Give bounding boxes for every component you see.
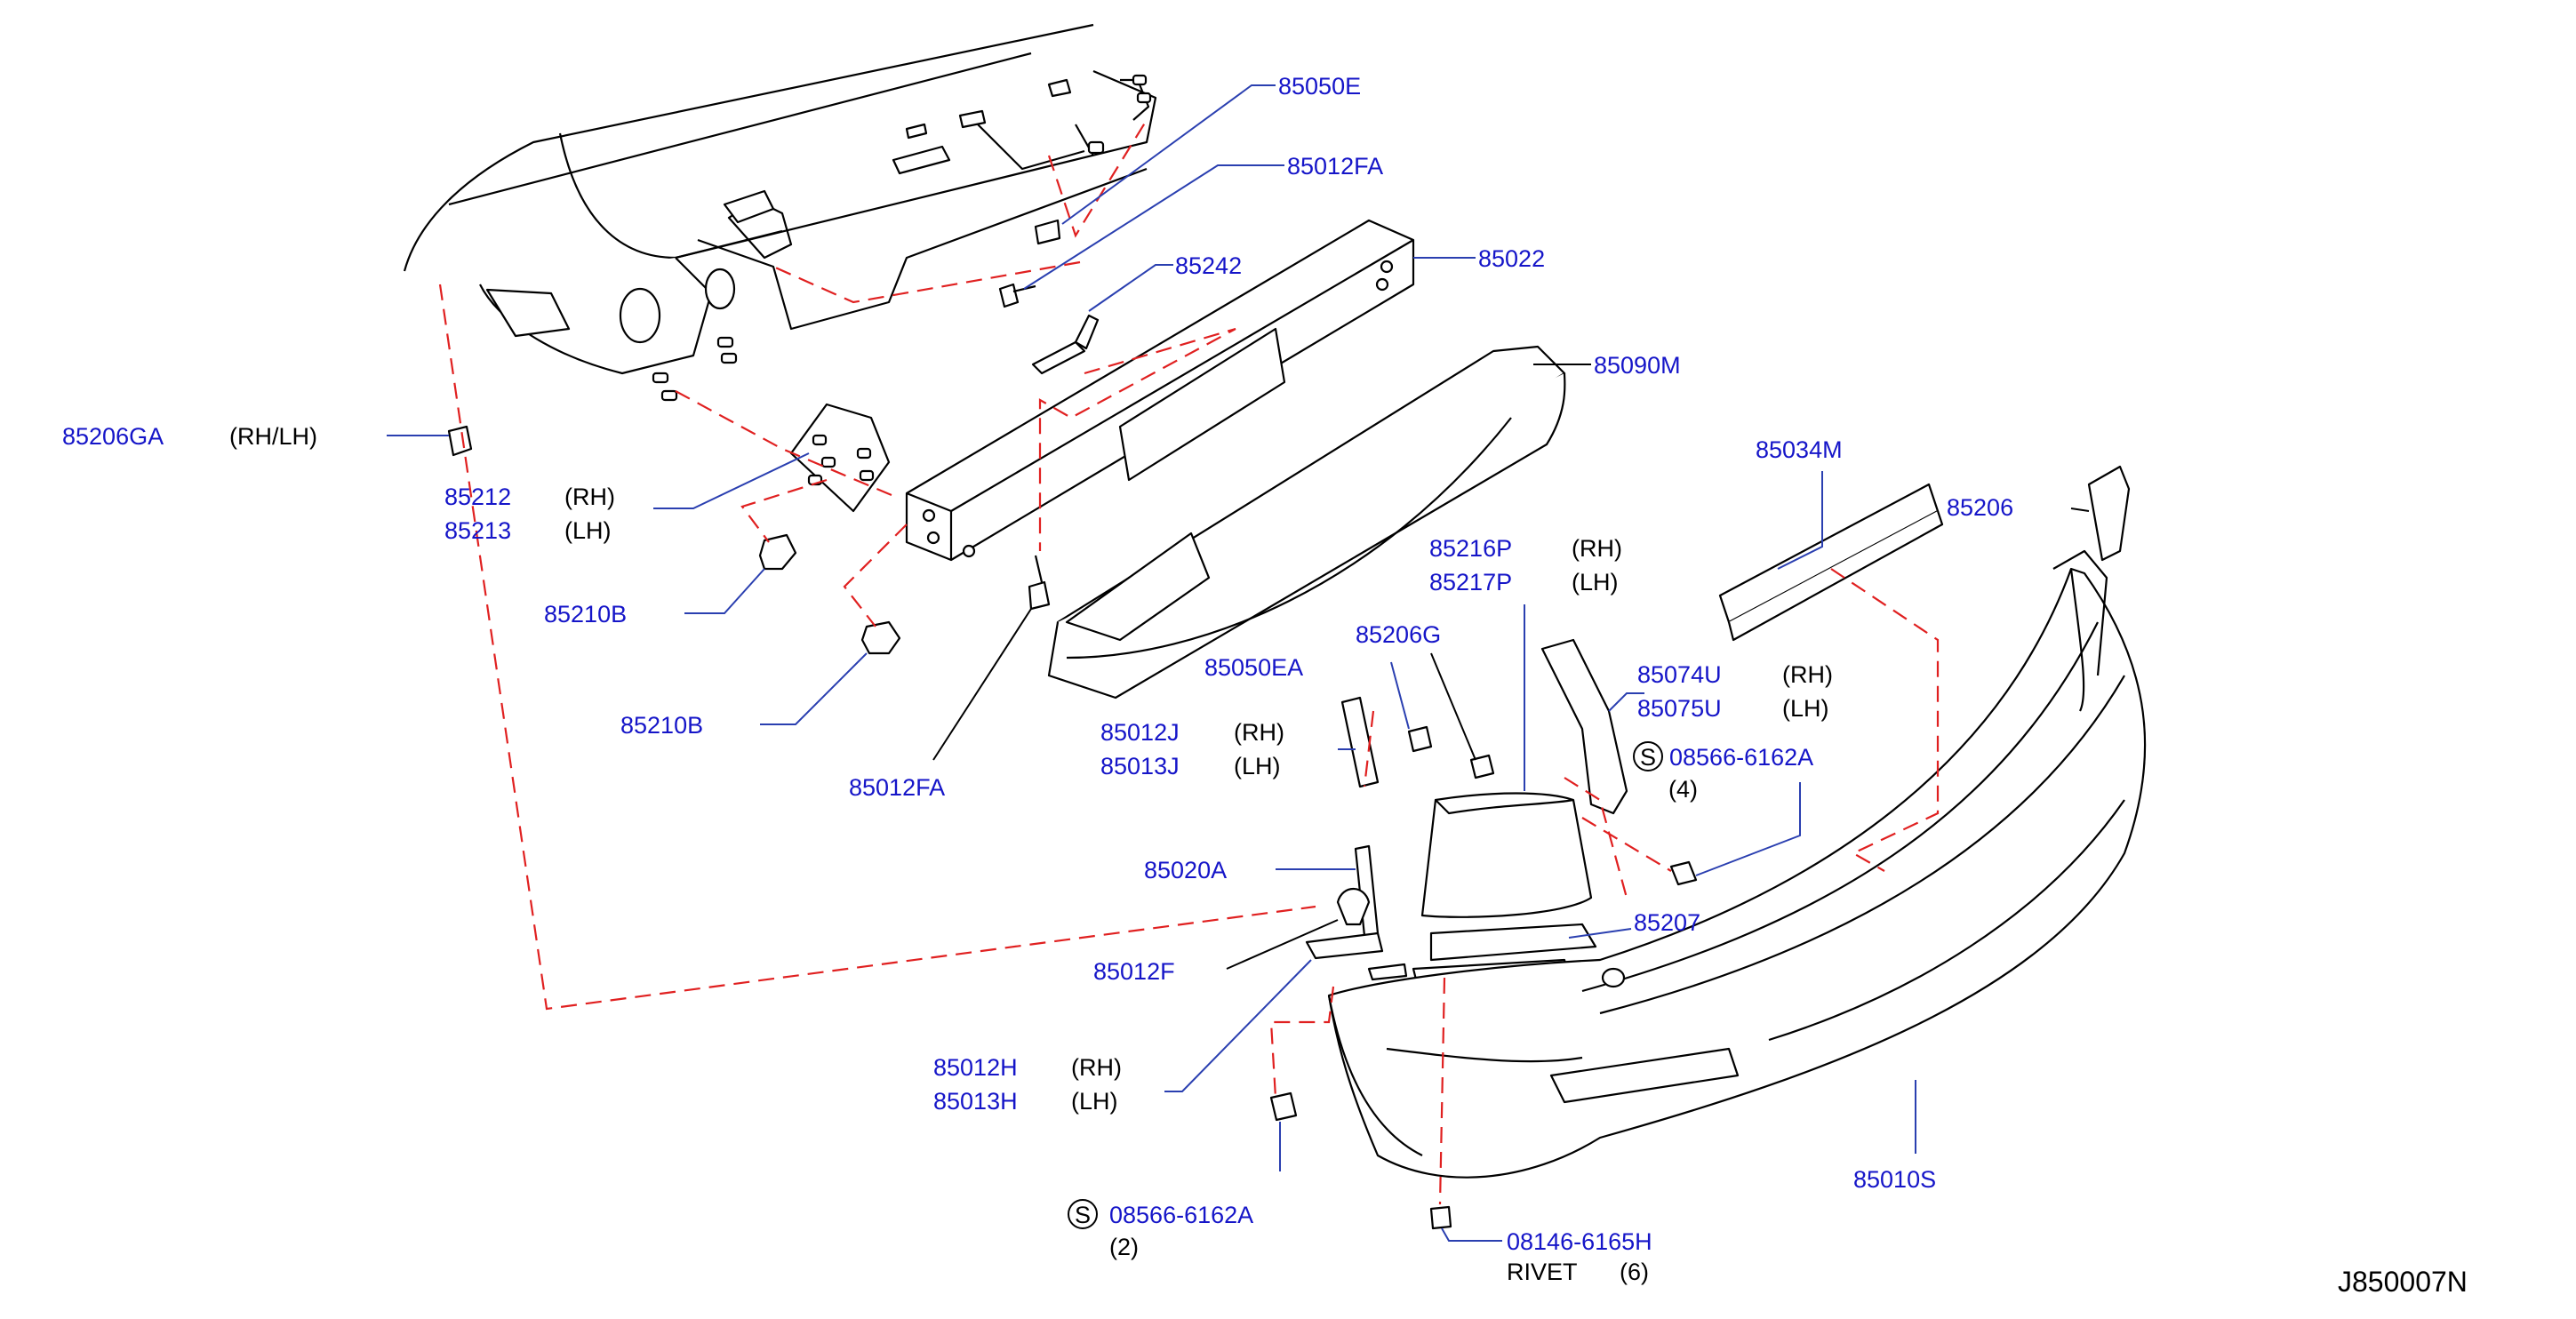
label-85012F[interactable]: 85012F bbox=[1093, 958, 1175, 985]
s-mark-right: S bbox=[1633, 741, 1663, 771]
label-rivet-qty: (6) bbox=[1620, 1259, 1649, 1285]
mud-guard-85216P-drawing bbox=[1420, 792, 1593, 918]
absorber-85090M-drawing bbox=[1047, 345, 1566, 699]
label-08566-left-qty: (2) bbox=[1109, 1234, 1139, 1260]
reinforcement-85022-drawing bbox=[905, 219, 1415, 562]
label-85206GA[interactable]: 85206GA bbox=[62, 423, 164, 450]
small-fasteners-drawing bbox=[447, 219, 1698, 1230]
label-85074U[interactable]: 85074U bbox=[1637, 661, 1722, 688]
label-85075U-side: (LH) bbox=[1782, 695, 1829, 722]
label-85012H[interactable]: 85012H bbox=[933, 1054, 1018, 1081]
label-85207[interactable]: 85207 bbox=[1634, 909, 1700, 936]
label-85020A[interactable]: 85020A bbox=[1144, 857, 1227, 883]
label-85013H[interactable]: 85013H bbox=[933, 1088, 1018, 1115]
svg-text:S: S bbox=[1075, 1202, 1091, 1228]
label-85206GA-side: (RH/LH) bbox=[229, 423, 317, 450]
part-labels: 85050E 85012FA 85242 85022 85090M 85206G… bbox=[62, 73, 2013, 1285]
stud-group-body bbox=[652, 74, 1152, 402]
label-85010S[interactable]: 85010S bbox=[1853, 1166, 1936, 1193]
label-85206[interactable]: 85206 bbox=[1947, 494, 2013, 521]
side-bracket-85206-drawing bbox=[2087, 465, 2131, 562]
body-rear-panel-drawing bbox=[403, 23, 1157, 402]
s-mark-left: S bbox=[1068, 1199, 1098, 1229]
label-08566-right[interactable]: 08566-6162A bbox=[1669, 744, 1813, 771]
label-08566-right-qty: (4) bbox=[1668, 776, 1698, 803]
label-08566-left[interactable]: 08566-6162A bbox=[1109, 1202, 1253, 1228]
label-85217P[interactable]: 85217P bbox=[1429, 569, 1512, 596]
label-rivet: RIVET bbox=[1507, 1259, 1578, 1285]
assembly-lines bbox=[438, 119, 1940, 1205]
label-85216P-side: (RH) bbox=[1572, 535, 1622, 562]
svg-text:S: S bbox=[1640, 744, 1656, 771]
label-85213[interactable]: 85213 bbox=[444, 517, 511, 544]
label-85022[interactable]: 85022 bbox=[1478, 245, 1545, 272]
label-85210B-1[interactable]: 85210B bbox=[544, 601, 627, 628]
label-85050E[interactable]: 85050E bbox=[1278, 73, 1361, 100]
label-85013J[interactable]: 85013J bbox=[1100, 753, 1180, 779]
label-85075U[interactable]: 85075U bbox=[1637, 695, 1722, 722]
label-85212[interactable]: 85212 bbox=[444, 484, 511, 510]
bracket-85242-drawing bbox=[1031, 314, 1100, 375]
label-08146[interactable]: 08146-6165H bbox=[1507, 1228, 1652, 1255]
bumper-fascia-85010S-drawing bbox=[1327, 549, 2147, 1179]
side-bracket-85074U-drawing bbox=[1540, 638, 1628, 815]
label-85217P-side: (LH) bbox=[1572, 569, 1619, 596]
label-85012FA-top[interactable]: 85012FA bbox=[1287, 153, 1383, 180]
label-85012J-side: (RH) bbox=[1234, 719, 1284, 746]
label-85206G[interactable]: 85206G bbox=[1356, 621, 1441, 648]
label-85013J-side: (LH) bbox=[1234, 753, 1281, 779]
label-85216P[interactable]: 85216P bbox=[1429, 535, 1512, 562]
label-85090M[interactable]: 85090M bbox=[1594, 352, 1681, 379]
bracket-85034M-drawing bbox=[1718, 483, 1944, 642]
label-85012H-side: (RH) bbox=[1071, 1054, 1122, 1081]
label-85013H-side: (LH) bbox=[1071, 1088, 1118, 1115]
bracket-85212-drawing bbox=[789, 403, 891, 513]
label-85012J[interactable]: 85012J bbox=[1100, 719, 1180, 746]
leader-lines bbox=[387, 84, 2090, 1242]
label-85050EA[interactable]: 85050EA bbox=[1204, 654, 1303, 681]
label-85242[interactable]: 85242 bbox=[1175, 252, 1242, 279]
label-85074U-side: (RH) bbox=[1782, 661, 1833, 688]
diagram-id: J850007N bbox=[2338, 1266, 2468, 1298]
label-85212-side: (RH) bbox=[564, 484, 615, 510]
label-85012FA-bottom[interactable]: 85012FA bbox=[849, 774, 945, 801]
label-85210B-2[interactable]: 85210B bbox=[620, 712, 703, 739]
label-85034M[interactable]: 85034M bbox=[1756, 436, 1843, 463]
label-85213-side: (LH) bbox=[564, 517, 612, 544]
